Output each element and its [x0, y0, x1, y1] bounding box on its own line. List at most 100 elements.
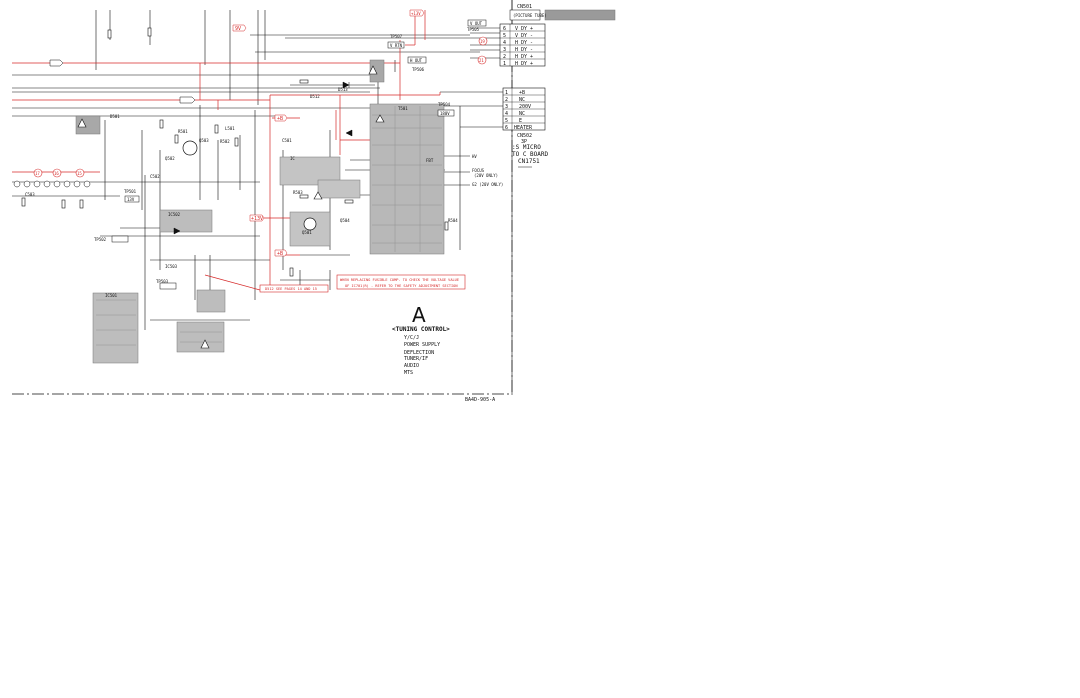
- see-pages-box: [259, 284, 329, 293]
- net-label-h-out: H OUT: [410, 58, 423, 63]
- tp502: TP502: [94, 237, 107, 242]
- net-label-g2: G2 (20V ONLY): [472, 182, 503, 187]
- legend-item: MTS: [404, 370, 413, 376]
- net-label-hv: HV: [472, 154, 477, 159]
- comp-ref: C501: [282, 138, 292, 143]
- top-connector-note: (PICTURE TUBE): [513, 13, 547, 18]
- comp-ref: FBT: [426, 158, 434, 163]
- legend-item: POWER SUPPLY: [404, 342, 440, 348]
- net-label-b9v: 9V: [235, 26, 241, 32]
- dy-pin-num: 1: [503, 61, 506, 67]
- cb-pin-num: 4: [505, 111, 508, 117]
- legend-title: <TUNING CONTROL>: [392, 326, 450, 333]
- passive-parts: [21, 27, 449, 277]
- net-label-plus-b: +B: [277, 251, 283, 257]
- comp-ref: IC502: [168, 212, 181, 217]
- circle-ref: 19: [480, 39, 485, 44]
- cb-pin-num: 1: [505, 90, 508, 96]
- warning-note-line: WHEN REPLACING FUSIBLE COMP. TO CHECK TH…: [340, 278, 459, 282]
- dy-pin-num: 6: [503, 26, 506, 32]
- dy-pin-label: V DY -: [515, 33, 533, 39]
- net-label-13v: 13V: [127, 197, 135, 202]
- comp-ref: D513: [338, 87, 348, 92]
- dy-pin-label: V DY +: [515, 26, 533, 32]
- tp501: TP501: [124, 189, 137, 194]
- tp506: TP506: [412, 67, 425, 72]
- dy-pin-num: 2: [503, 54, 506, 60]
- cb-pin-label: NC: [519, 111, 525, 117]
- cb-pin-num: 2: [505, 97, 508, 103]
- circle-ref: 15: [77, 171, 82, 176]
- cb-pin-label: NC: [519, 97, 525, 103]
- comp-ref: IC: [290, 156, 295, 161]
- warning-note-box: [336, 274, 466, 290]
- legend-item: TUNER/IF: [404, 356, 428, 362]
- comp-ref: Q502: [165, 156, 175, 161]
- warning-icons: [77, 65, 385, 349]
- comp-ref: L501: [225, 126, 235, 131]
- c-board-dest: TO C BOARD: [512, 151, 549, 158]
- net-label-plus-b: +B: [277, 116, 283, 122]
- comp-ref: R501: [178, 129, 188, 134]
- circle-ref: 17: [35, 171, 40, 176]
- transistors: [182, 140, 317, 231]
- see-pages-note: D512 SEE PAGES 14 AND 15: [265, 287, 317, 291]
- net-label-v-out: V OUT: [470, 21, 483, 26]
- comp-ref: R504: [448, 218, 458, 223]
- board-letter: A: [412, 303, 426, 327]
- legend-item: Y/C/J: [404, 335, 419, 341]
- input-jacks: [13, 180, 91, 188]
- dy-pin-num: 3: [503, 47, 506, 53]
- dy-pin-label: H DY +: [515, 61, 533, 67]
- comp-ref: C503: [25, 192, 35, 197]
- cb-pin-label: +B: [519, 90, 525, 96]
- comp-ref: C502: [150, 174, 160, 179]
- comp-ref: Q503: [199, 138, 209, 143]
- top-connector-box: [509, 9, 541, 21]
- net-label-plus-13v: +13V: [251, 216, 263, 222]
- legend-item: AUDIO: [404, 363, 419, 369]
- circle-ref: 21: [479, 58, 484, 63]
- dy-pin-num: 5: [503, 33, 506, 39]
- net-label-l-18v: +13V: [411, 11, 421, 16]
- c-board-mark: 3P: [521, 139, 527, 145]
- comp-ref: R502: [220, 139, 230, 144]
- net-label-focus: FOCUS: [472, 168, 485, 173]
- cb-pin-label: 200V: [519, 104, 531, 110]
- cb-pin-num: 6: [505, 125, 508, 131]
- dy-pin-label: H DY +: [515, 54, 533, 60]
- comp-ref: D512: [310, 94, 320, 99]
- comp-ref: D501: [110, 114, 120, 119]
- tp503: TP503: [156, 279, 169, 284]
- comp-ref: IC501: [105, 293, 118, 298]
- net-label-v-rtn: V RTN: [390, 43, 403, 48]
- cb-pin-num: 3: [505, 104, 508, 110]
- tp505: TP505: [467, 27, 480, 32]
- dy-pin-num: 4: [503, 40, 506, 46]
- c-board-connector: [502, 87, 546, 131]
- legend-item: DEFLECTION: [404, 350, 434, 356]
- net-label-focus-note: (20V ONLY): [474, 173, 498, 178]
- c-board-dest-ref: CN1751: [518, 158, 540, 165]
- net-label-v180: 180V: [440, 111, 450, 116]
- comp-ref: R503: [293, 190, 303, 195]
- comp-ref: Q501: [302, 230, 312, 235]
- circle-ref-markers: [33, 36, 488, 178]
- cb-pin-num: 5: [505, 118, 508, 124]
- gray-blocks: [75, 9, 616, 364]
- tp504: TP504: [438, 102, 451, 107]
- block-hatching: [96, 106, 442, 346]
- cb-pin-label: HEATER: [514, 125, 533, 131]
- circle-ref: 16: [54, 171, 59, 176]
- comp-ref: IC503: [165, 264, 178, 269]
- c-board-wire: :S MICRO: [512, 144, 541, 151]
- dy-connector: [499, 23, 546, 67]
- comp-ref: T501: [398, 106, 408, 111]
- net-flags: [49, 9, 487, 290]
- dy-pin-label: H DY -: [515, 47, 533, 53]
- dy-pin-label: H DY -: [515, 40, 533, 46]
- c-board-ref: CN502: [517, 133, 532, 139]
- page-id: BA4D-905-A: [465, 397, 495, 403]
- top-connector-ref: CN501: [517, 4, 532, 10]
